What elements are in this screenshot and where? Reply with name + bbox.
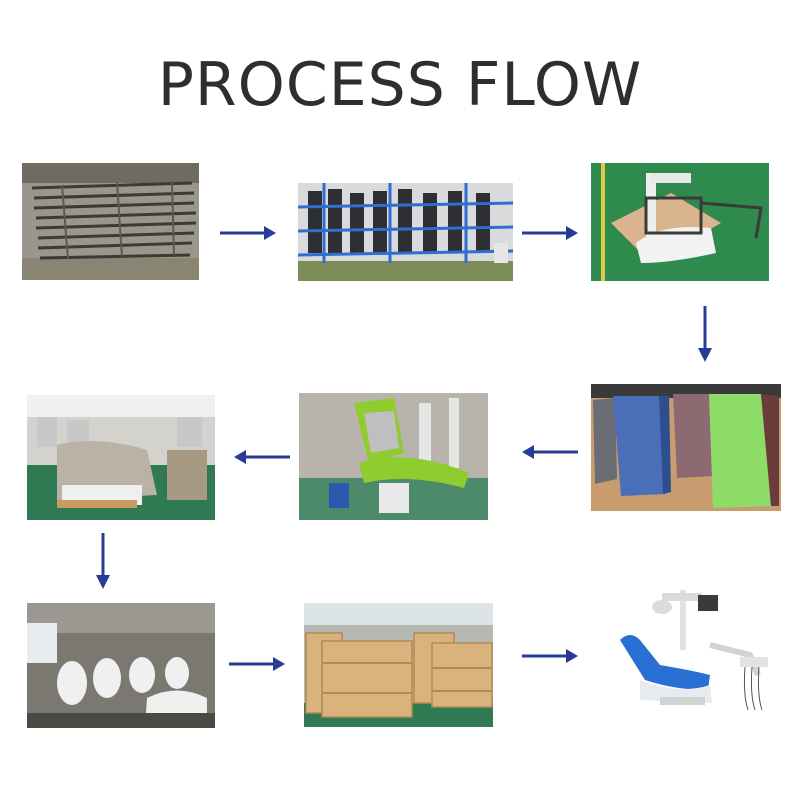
- step-6-wrapped-units-photo: [27, 395, 215, 520]
- arrow-down-2: [94, 531, 112, 591]
- arrow-right-2: [520, 224, 580, 242]
- step-8-wooden-crates-photo: [304, 603, 493, 727]
- step-2-racks-photo: [298, 183, 513, 281]
- step-3-frame-assembly-photo: [591, 163, 769, 281]
- arrow-left-1: [520, 443, 580, 461]
- arrow-right-3: [227, 655, 287, 673]
- step-4-cushions-photo: [591, 384, 781, 511]
- arrow-left-2: [232, 448, 292, 466]
- arrow-right-1: [218, 224, 278, 242]
- page-title: PROCESS FLOW: [157, 50, 643, 120]
- step-5-green-chair-photo: [299, 393, 488, 520]
- step-9-dental-chair-photo: [600, 585, 775, 720]
- arrow-down-1: [696, 304, 714, 364]
- step-1-frames-photo: [22, 163, 199, 280]
- arrow-right-4: [520, 647, 580, 665]
- step-7-production-floor-photo: [27, 603, 215, 728]
